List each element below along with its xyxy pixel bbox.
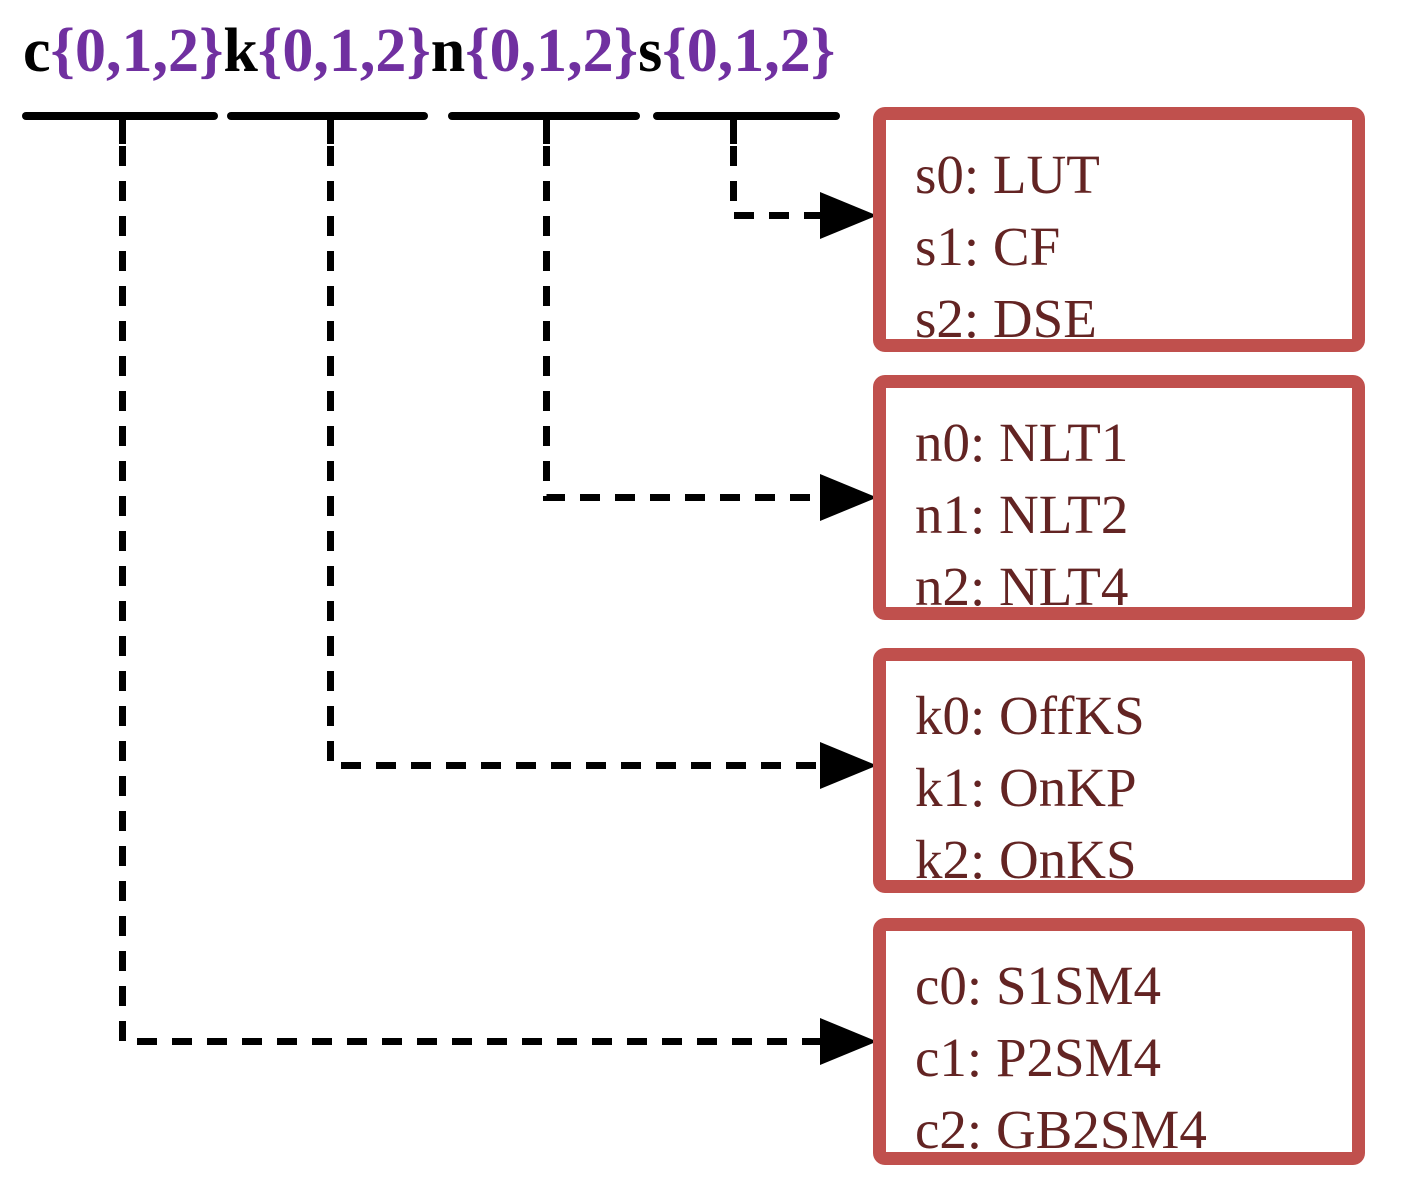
arrowhead-n-icon — [820, 474, 877, 521]
tick-n — [543, 118, 550, 144]
legend-box-k: k0: OffKS k1: OnKP k2: OnKS — [873, 648, 1365, 893]
legend-line: n0: NLT1 — [915, 412, 1129, 473]
connector-k — [327, 146, 822, 769]
tick-k — [327, 118, 334, 144]
legend-line: s1: CF — [915, 216, 1061, 277]
legend-line: c1: P2SM4 — [915, 1027, 1162, 1088]
connector-n — [543, 146, 822, 501]
legend-box-c: c0: S1SM4 c1: P2SM4 c2: GB2SM4 — [873, 918, 1365, 1165]
legend-line: c2: GB2SM4 — [915, 1099, 1207, 1160]
pattern-letter-s: s — [638, 17, 663, 85]
legend-line: k2: OnKS — [915, 829, 1137, 890]
connector-c — [119, 146, 822, 1045]
legend-line: n2: NLT4 — [915, 556, 1129, 617]
pattern-letter-k: k — [223, 17, 258, 85]
pattern-letter-c: c — [23, 17, 51, 85]
underline-s — [653, 112, 840, 120]
arrowhead-c-icon — [820, 1018, 877, 1065]
pattern-values-k: {0,1,2} — [257, 17, 431, 85]
legend-box-n: n0: NLT1 n1: NLT2 n2: NLT4 — [873, 375, 1365, 620]
pattern-values-n: {0,1,2} — [465, 17, 639, 85]
legend-line: k1: OnKP — [915, 757, 1137, 818]
tick-c — [119, 118, 126, 144]
pattern-letter-n: n — [430, 17, 466, 85]
pattern-values-s: {0,1,2} — [662, 17, 836, 85]
legend-box-s: s0: LUT s1: CF s2: DSE — [873, 107, 1365, 352]
pattern-values-c: {0,1,2} — [50, 17, 224, 85]
underline-n — [448, 112, 640, 120]
connector-s — [730, 146, 822, 219]
naming-pattern-title: c{0,1,2}k{0,1,2}n{0,1,2}s{0,1,2} — [23, 20, 835, 82]
arrowhead-s-icon — [820, 192, 877, 239]
legend-line: c0: S1SM4 — [915, 955, 1162, 1016]
legend-line: n1: NLT2 — [915, 484, 1129, 545]
arrowhead-k-icon — [820, 742, 877, 789]
legend-line: k0: OffKS — [915, 685, 1145, 746]
underline-c — [22, 112, 218, 120]
underline-k — [227, 112, 428, 120]
tick-s — [730, 118, 737, 144]
legend-line: s0: LUT — [915, 144, 1100, 205]
legend-line: s2: DSE — [915, 288, 1097, 349]
